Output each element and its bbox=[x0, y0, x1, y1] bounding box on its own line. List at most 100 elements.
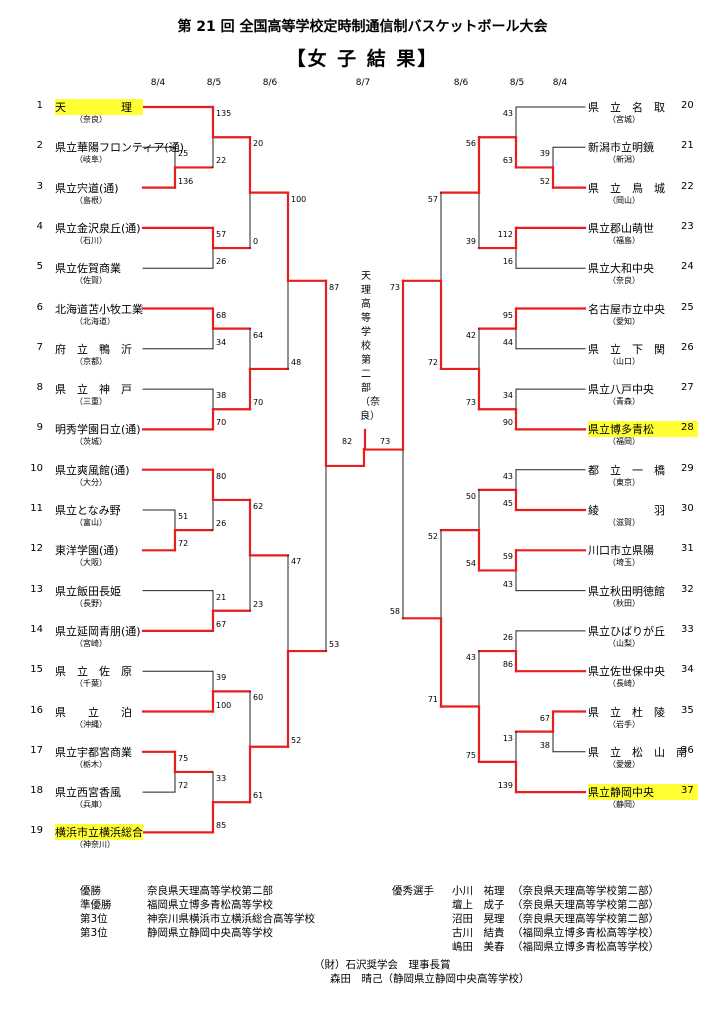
match-score: 43 bbox=[502, 471, 513, 481]
team-prefecture: （茨城） bbox=[75, 437, 107, 447]
team-name: 県立秋田明徳館 bbox=[588, 584, 665, 598]
match-score: 25 bbox=[178, 149, 189, 159]
team-name: 県立静岡中央 bbox=[588, 784, 698, 801]
team-name: 東洋学園(通) bbox=[55, 544, 119, 558]
team-number: 13 bbox=[30, 583, 43, 595]
match-score: 136 bbox=[178, 176, 194, 186]
final-score: 82 bbox=[342, 437, 353, 446]
match-score: 57 bbox=[216, 229, 227, 239]
match-score: 38 bbox=[216, 391, 227, 401]
team-name: 県立延岡青朋(通) bbox=[55, 624, 141, 638]
match-score: 135 bbox=[216, 109, 232, 118]
team-prefecture: （大分） bbox=[75, 477, 107, 487]
match-score: 67 bbox=[216, 619, 227, 629]
mvp-name: 沼田 晃理 bbox=[452, 913, 505, 925]
match-score: 73 bbox=[465, 398, 476, 408]
match-score: 56 bbox=[465, 139, 476, 149]
match-score: 85 bbox=[216, 821, 227, 831]
match-score: 22 bbox=[216, 156, 227, 166]
team-prefecture: （三重） bbox=[75, 397, 107, 407]
team-number: 15 bbox=[30, 664, 43, 676]
date-label: 8/4 bbox=[552, 78, 568, 88]
team-number: 16 bbox=[30, 704, 43, 716]
team-prefecture: （山口） bbox=[608, 356, 640, 366]
result-label: 準優勝 bbox=[80, 899, 112, 911]
team-name: 県 立 泊 bbox=[55, 705, 132, 719]
team-prefecture: （山梨） bbox=[608, 638, 640, 648]
team-prefecture: （京都） bbox=[75, 356, 107, 366]
mvp-name: 嶋田 美春 bbox=[452, 941, 505, 953]
team-prefecture: （北海道） bbox=[75, 316, 115, 326]
champion-vertical: 天理高等学校第二部（奈良） bbox=[360, 271, 380, 422]
team-prefecture: （富山） bbox=[75, 518, 107, 527]
team-prefecture: （石川） bbox=[75, 235, 107, 245]
team-name: 県 立 神 戸 bbox=[55, 383, 132, 397]
team-name: 県 立 名 取 bbox=[588, 101, 665, 114]
match-score: 53 bbox=[329, 640, 340, 650]
team-prefecture: （岩手） bbox=[608, 719, 640, 729]
team-name: 県立佐賀商業 bbox=[55, 262, 121, 276]
team-number: 35 bbox=[681, 704, 694, 716]
match-score: 57 bbox=[427, 194, 438, 204]
team-prefecture: （新潟） bbox=[608, 155, 640, 165]
team-prefecture: （佐賀） bbox=[75, 276, 107, 286]
match-score: 34 bbox=[502, 391, 513, 401]
team-name: 県 立 杜 陵 bbox=[588, 705, 665, 719]
match-score: 23 bbox=[253, 599, 264, 609]
award-label: （財）石沢奨学会 理事長賞 bbox=[314, 959, 451, 971]
mvp-name: 壇上 成子 bbox=[452, 899, 505, 911]
team-number: 11 bbox=[30, 503, 43, 514]
team-number: 29 bbox=[681, 462, 694, 474]
team-number: 18 bbox=[30, 785, 43, 797]
team-name: 県立佐世保中央 bbox=[588, 665, 665, 679]
mvp-school: （奈良県天理高等学校第二部） bbox=[512, 899, 659, 911]
team-number: 1 bbox=[36, 100, 43, 111]
match-score: 100 bbox=[291, 194, 307, 204]
date-label: 8/4 bbox=[150, 78, 166, 88]
team-number: 2 bbox=[36, 140, 43, 152]
match-score: 70 bbox=[253, 398, 264, 408]
result-label: 第3位 bbox=[80, 913, 108, 925]
mvp-school: （福岡県立博多青松高等学校） bbox=[512, 927, 659, 939]
result-label: 優勝 bbox=[80, 885, 101, 897]
match-score: 100 bbox=[216, 700, 232, 710]
match-score: 67 bbox=[539, 713, 550, 723]
match-score: 50 bbox=[465, 491, 476, 501]
match-score: 26 bbox=[502, 632, 513, 642]
team-prefecture: （岡山） bbox=[608, 195, 640, 205]
match-score: 63 bbox=[502, 156, 513, 166]
team-number: 32 bbox=[681, 583, 694, 595]
date-label: 8/6 bbox=[453, 78, 469, 88]
match-score: 43 bbox=[465, 653, 476, 663]
team-number: 28 bbox=[681, 422, 694, 434]
team-number: 9 bbox=[36, 422, 43, 434]
match-score: 42 bbox=[465, 330, 476, 340]
match-score: 52 bbox=[427, 532, 438, 542]
result-school: 静岡県立静岡中央高等学校 bbox=[147, 927, 273, 939]
team-name: 県立郡山萌世 bbox=[588, 221, 654, 235]
team-number: 19 bbox=[30, 825, 43, 837]
match-score: 75 bbox=[178, 753, 189, 763]
team-name: 県 立 佐 原 bbox=[55, 665, 132, 679]
team-number: 30 bbox=[681, 503, 694, 514]
match-score: 0 bbox=[253, 237, 259, 247]
team-prefecture: （長崎） bbox=[608, 679, 640, 689]
team-name: 県立西宮香風 bbox=[55, 786, 121, 800]
team-prefecture: （滋賀） bbox=[608, 518, 640, 527]
result-school: 福岡県立博多青松高等学校 bbox=[147, 899, 273, 911]
final-score: 73 bbox=[380, 437, 391, 446]
team-name: 県 立 下 関 bbox=[588, 342, 665, 356]
date-label: 8/5 bbox=[206, 78, 222, 88]
match-score: 44 bbox=[502, 337, 513, 347]
team-name: 県 立 松 山 南 bbox=[588, 745, 687, 759]
team-number: 10 bbox=[30, 462, 43, 474]
match-score: 62 bbox=[253, 501, 264, 511]
match-score: 87 bbox=[329, 282, 340, 292]
team-name: 県立爽風館(通) bbox=[55, 463, 130, 477]
match-score: 33 bbox=[216, 773, 227, 783]
team-number: 8 bbox=[36, 382, 43, 394]
match-score: 75 bbox=[465, 750, 476, 760]
team-prefecture: （静岡） bbox=[608, 800, 640, 810]
team-number: 24 bbox=[681, 261, 694, 273]
